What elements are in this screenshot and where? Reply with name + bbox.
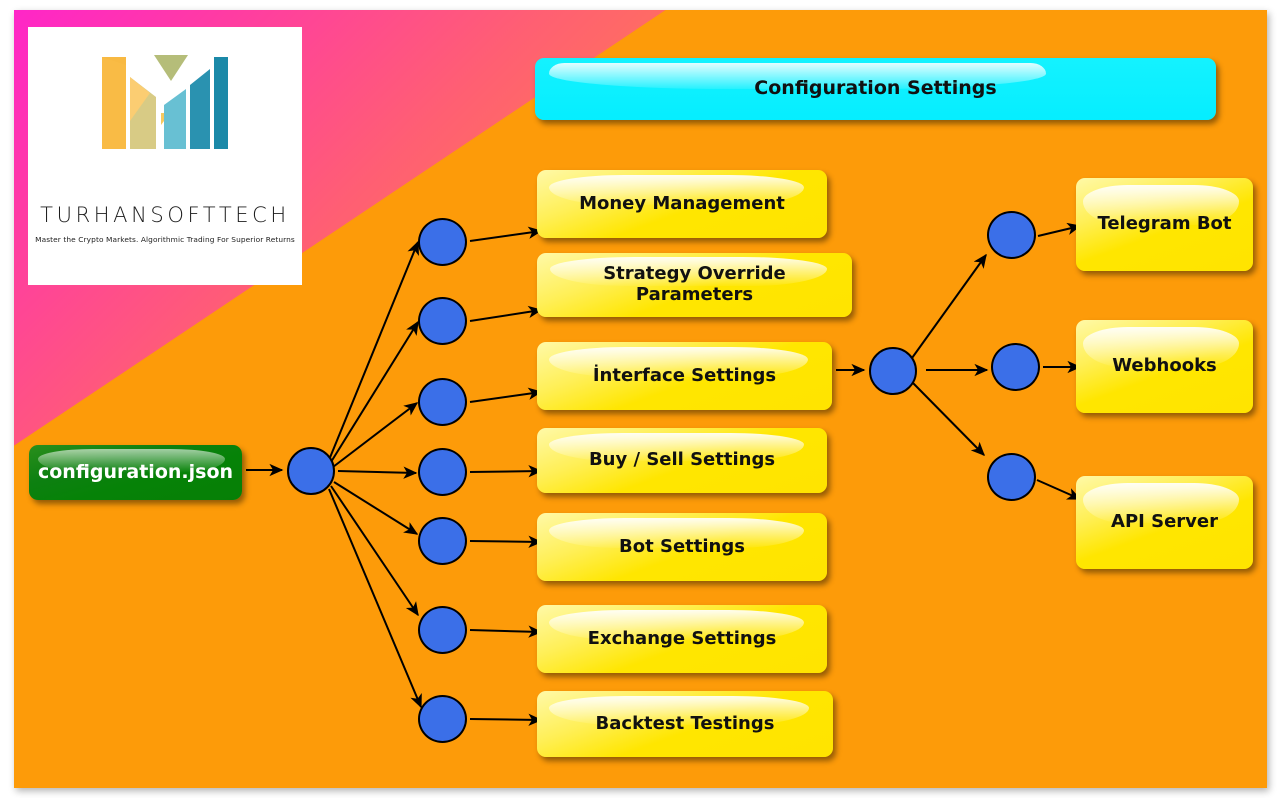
settings-box-label: Money Management — [579, 192, 785, 214]
settings-box-label: Buy / Sell Settings — [588, 449, 776, 471]
integration-box-label: Telegram Bot — [1097, 213, 1232, 235]
logo-tagline: Master the Crypto Markets. Algorithmic T… — [35, 235, 295, 244]
settings-box-exchange-settings[interactable]: Exchange Settings — [537, 605, 827, 673]
integration-box-api-server[interactable]: API Server — [1076, 476, 1253, 569]
hub-circle-interface[interactable] — [869, 347, 917, 395]
circle-money-management[interactable] — [418, 218, 467, 266]
turhansofttech-m-logo-icon — [102, 55, 228, 149]
integration-box-webhooks[interactable]: Webhooks — [1076, 320, 1253, 413]
edges-hub-to-circles — [328, 240, 422, 709]
edges-circles-to-setting-boxes — [469, 226, 543, 726]
settings-box-strategy-override-parameters[interactable]: Strategy Override Parameters — [537, 253, 852, 317]
configuration-settings-banner: Configuration Settings — [535, 58, 1216, 120]
integration-box-label: API Server — [1111, 511, 1218, 533]
circle-interface-settings[interactable] — [418, 378, 467, 426]
settings-box-label: Strategy Override Parameters — [603, 263, 786, 305]
integration-box-label: Webhooks — [1112, 355, 1217, 377]
settings-box-buy-sell-settings[interactable]: Buy / Sell Settings — [537, 428, 827, 493]
circle-api-server[interactable] — [987, 453, 1036, 501]
hub-circle-main[interactable] — [287, 447, 335, 495]
settings-box-backtest-testings[interactable]: Backtest Testings — [537, 691, 833, 757]
circle-bot-settings[interactable] — [418, 517, 467, 565]
settings-box-label: İnterface Settings — [592, 364, 777, 386]
circle-telegram-bot[interactable] — [987, 211, 1036, 259]
source-node-configuration-json[interactable]: configuration.json — [29, 445, 242, 500]
circle-backtest-testings[interactable] — [418, 695, 467, 743]
settings-box-bot-settings[interactable]: Bot Settings — [537, 513, 827, 581]
settings-box-money-management[interactable]: Money Management — [537, 170, 827, 238]
logo-wordmark: TURHANSOFTTECH — [40, 203, 290, 227]
banner-label: Configuration Settings — [754, 77, 997, 100]
circle-webhooks[interactable] — [991, 343, 1040, 391]
settings-box-label: Exchange Settings — [587, 627, 777, 649]
circle-exchange-settings[interactable] — [418, 606, 467, 654]
settings-box-label: Backtest Testings — [595, 712, 775, 734]
settings-box-label: Bot Settings — [619, 535, 745, 557]
edges-right-hub-to-circles — [911, 253, 989, 456]
edge-layer — [246, 222, 1082, 726]
settings-box-interface-settings[interactable]: İnterface Settings — [537, 342, 832, 410]
brand-logo-card: TURHANSOFTTECH Master the Crypto Markets… — [28, 27, 302, 285]
edges-circles-to-integration-boxes — [1036, 222, 1082, 500]
circle-buy-sell-settings[interactable] — [418, 448, 467, 496]
circle-strategy-override-parameters[interactable] — [418, 297, 467, 345]
integration-box-telegram-bot[interactable]: Telegram Bot — [1076, 178, 1253, 271]
diagram-background: TURHANSOFTTECH Master the Crypto Markets… — [14, 10, 1267, 788]
source-node-label: configuration.json — [37, 460, 234, 483]
